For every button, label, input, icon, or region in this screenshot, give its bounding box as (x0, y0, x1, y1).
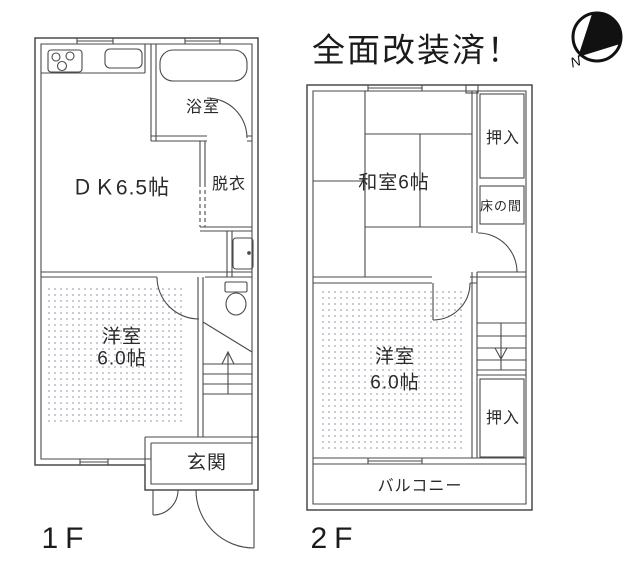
closet-upper-box (479, 93, 525, 179)
floor1-bathroom-label: 浴室 (185, 99, 221, 116)
entrance-walls (144, 436, 258, 465)
floor2-column-wall (471, 91, 478, 458)
floor1-western-room-texture (46, 286, 184, 426)
bathtub-icon (159, 49, 248, 82)
floor2-balcony-label: バルコニー (377, 478, 463, 495)
entrance-door-swing (152, 489, 255, 549)
floor1-plan (34, 37, 259, 549)
floor2-inner-wall (312, 90, 527, 505)
bathroom-walls (150, 44, 252, 142)
floor2-japanese-room-label: 和室6帖 (358, 172, 430, 194)
stove-icon (47, 49, 83, 73)
floor1-tag: 1F (41, 522, 91, 555)
washer-nook-wall (226, 231, 233, 277)
bathroom-door-swing (206, 97, 248, 139)
washing-machine-icon (232, 237, 254, 270)
floor2-closet-upper-label: 押入 (485, 130, 521, 147)
staircase-down (477, 322, 526, 376)
floor2-western-room-label: 洋室 (374, 346, 416, 368)
sink-icon (104, 48, 143, 69)
window-top-left (76, 38, 114, 44)
floor2-western-room-door-swing (432, 282, 471, 321)
floor2-western-room-texture (320, 289, 466, 451)
toilet-icon (224, 281, 248, 316)
tokonoma-box (479, 185, 525, 225)
stairs-down-arrow-icon (494, 347, 508, 361)
landing-door-swing (477, 232, 518, 273)
dressing-room-walls (199, 141, 252, 232)
floor2-outer-wall (306, 84, 533, 511)
window-bottom-left (79, 459, 109, 465)
renovation-banner: 全面改装済！ (312, 31, 522, 69)
floor1-entrance-label: 玄関 (186, 452, 228, 474)
floor1-dressing-label: 脱衣 (211, 176, 247, 193)
kitchen-counter (41, 44, 146, 74)
floor1-middle-wall (41, 271, 252, 278)
closet-lower-box (479, 378, 525, 458)
stairs-up-arrow-icon (221, 350, 235, 365)
window-balcony (367, 458, 423, 464)
floor1-outer-wall (34, 37, 259, 491)
floor2-closet-lower-label: 押入 (485, 410, 521, 427)
floor2-tag: 2F (310, 522, 360, 555)
floor1-western-room-door-swing (156, 276, 200, 320)
floor1-western-room-label: 洋室 (101, 326, 143, 348)
floor2-western-room-size: 6.0帖 (370, 372, 420, 394)
floor1-dk-label: ＤＫ6.5帖 (71, 176, 171, 200)
window-top-japanese-room (367, 85, 423, 91)
window-top-bath (184, 38, 221, 44)
floor2-plan (306, 84, 533, 511)
floor2-middle-wall (313, 271, 526, 284)
tatami-grid (313, 91, 472, 277)
compass-icon: N (568, 11, 623, 71)
floor1-inner-wall (40, 43, 253, 485)
corridor-wall (197, 277, 204, 437)
staircase-up (202, 321, 253, 395)
floor1-western-room-size: 6.0帖 (97, 348, 147, 370)
floor2-bottom-wall (313, 457, 526, 465)
floor2-tokonoma-label: 床の間 (479, 198, 523, 214)
